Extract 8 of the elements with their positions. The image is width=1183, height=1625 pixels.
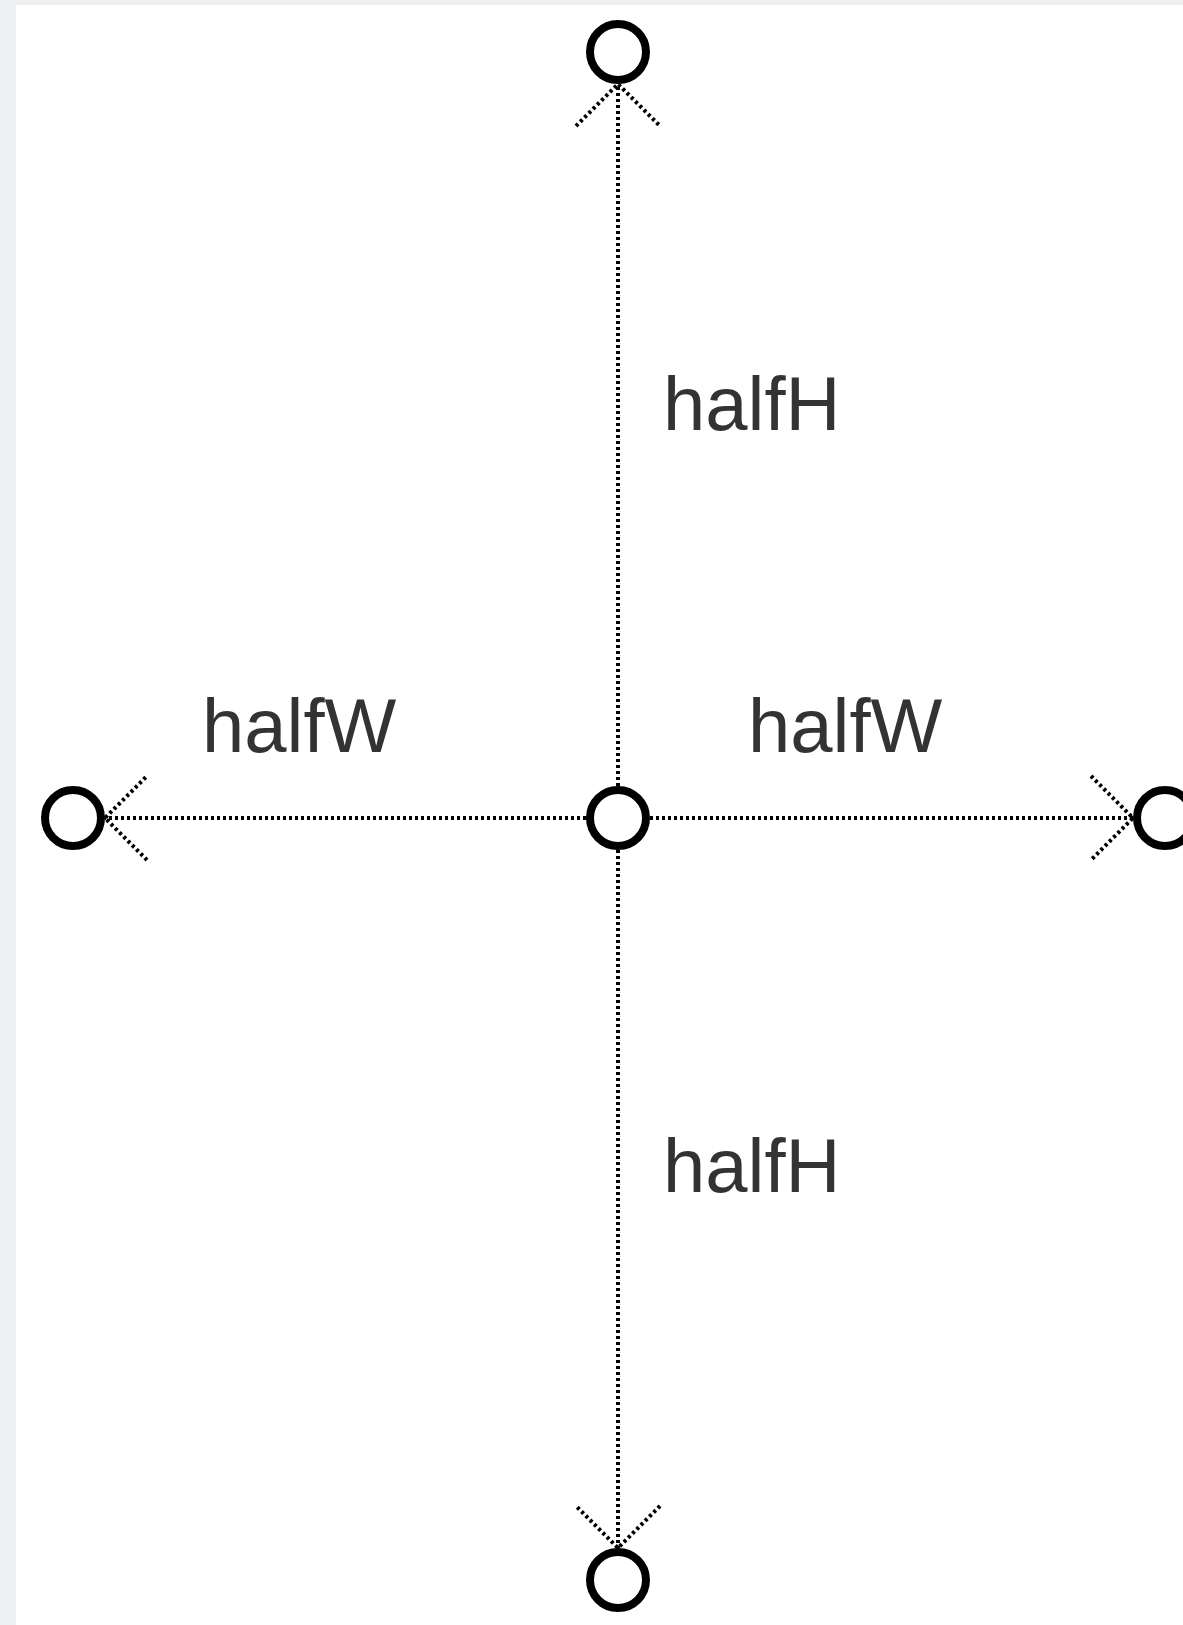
edge-label: halfW xyxy=(202,688,397,764)
edge-label: halfW xyxy=(748,688,943,764)
dotted-arrow xyxy=(650,774,1135,862)
dotted-arrow xyxy=(574,82,662,786)
edge-label: halfH xyxy=(663,1128,841,1204)
edge-label: halfH xyxy=(663,366,841,442)
dotted-arrow xyxy=(103,774,586,862)
dotted-arrow xyxy=(574,850,662,1550)
